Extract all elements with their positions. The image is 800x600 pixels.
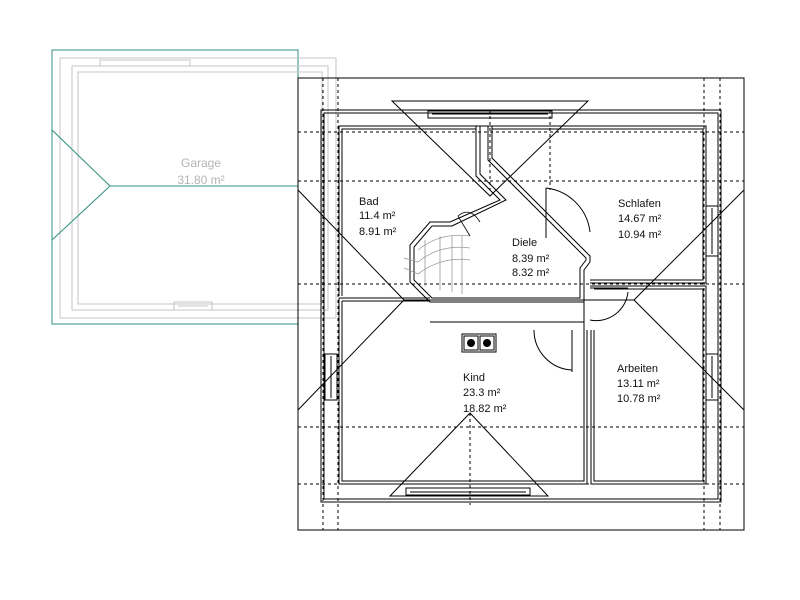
garage-window-bottom [173,301,213,311]
room-label-bad: Bad 11.4 m² 8.91 m² [359,196,397,238]
wall-kind-inner [341,301,585,482]
chimney [461,333,497,353]
house-outer-wall [320,109,722,503]
room-name: Kind [463,372,485,384]
dormer-bottom [388,412,550,505]
wall-schlafen [492,125,707,284]
door-arbeiten [589,287,629,322]
garage-window-top [99,59,191,67]
garage-name: Garage [181,156,221,170]
window-right-bottom [705,353,719,401]
staircase [403,211,481,294]
room-area: 8.91 m² [359,226,397,238]
room-name: Arbeiten [617,363,658,375]
room-label-arbeiten: Arbeiten 13.11 m² 10.78 m² [617,363,661,405]
dormer-top [390,100,590,197]
door-kind [533,329,573,372]
room-area: 10.78 m² [617,393,661,405]
garage-hip-line [51,129,111,187]
house [297,77,745,531]
roof-hip-lines [297,189,745,411]
room-label-kind: Kind 23.3 m² 18.82 m² [463,372,507,415]
window-right-top [705,205,719,257]
garage-wall-outline [77,71,323,305]
room-area: 23.3 m² [463,387,501,399]
room-name: Bad [359,196,379,208]
room-area: 11.4 m² [359,210,396,222]
house-outer-wall-inner [323,112,719,500]
garage-hip-line [51,185,111,241]
wall-schlafen-inner [492,128,704,281]
dashed-eave-lines [298,78,744,530]
wall-kind [338,298,588,485]
wall-arbeiten [590,285,707,485]
room-area: 8.32 m² [512,267,550,279]
door-schlafen [545,187,591,238]
room-area: 18.82 m² [463,403,507,415]
garage-outline [51,49,299,325]
room-area: 14.67 m² [618,213,662,225]
room-label-diele: Diele 8.39 m² 8.32 m² [512,237,550,279]
wall-arbeiten-inner [593,288,704,482]
room-name: Schlafen [618,198,661,210]
room-area: 13.11 m² [617,378,660,390]
wall-bad-inner [341,128,476,296]
house-outer-boundary [297,77,745,531]
room-name: Diele [512,237,537,249]
wall-bad [338,125,476,296]
garage: Garage 31.80 m² [51,49,337,325]
room-label-schlafen: Schlafen 14.67 m² 10.94 m² [618,198,662,241]
window-left [324,353,338,401]
garage-roof-edge [59,57,337,319]
garage-roof-inner-edge [71,65,329,311]
room-area: 10.94 m² [618,229,662,241]
wall-diele [409,125,591,303]
garage-area: 31.80 m² [177,173,224,187]
room-area: 8.39 m² [512,253,550,265]
wall-diele-inner [413,125,587,299]
